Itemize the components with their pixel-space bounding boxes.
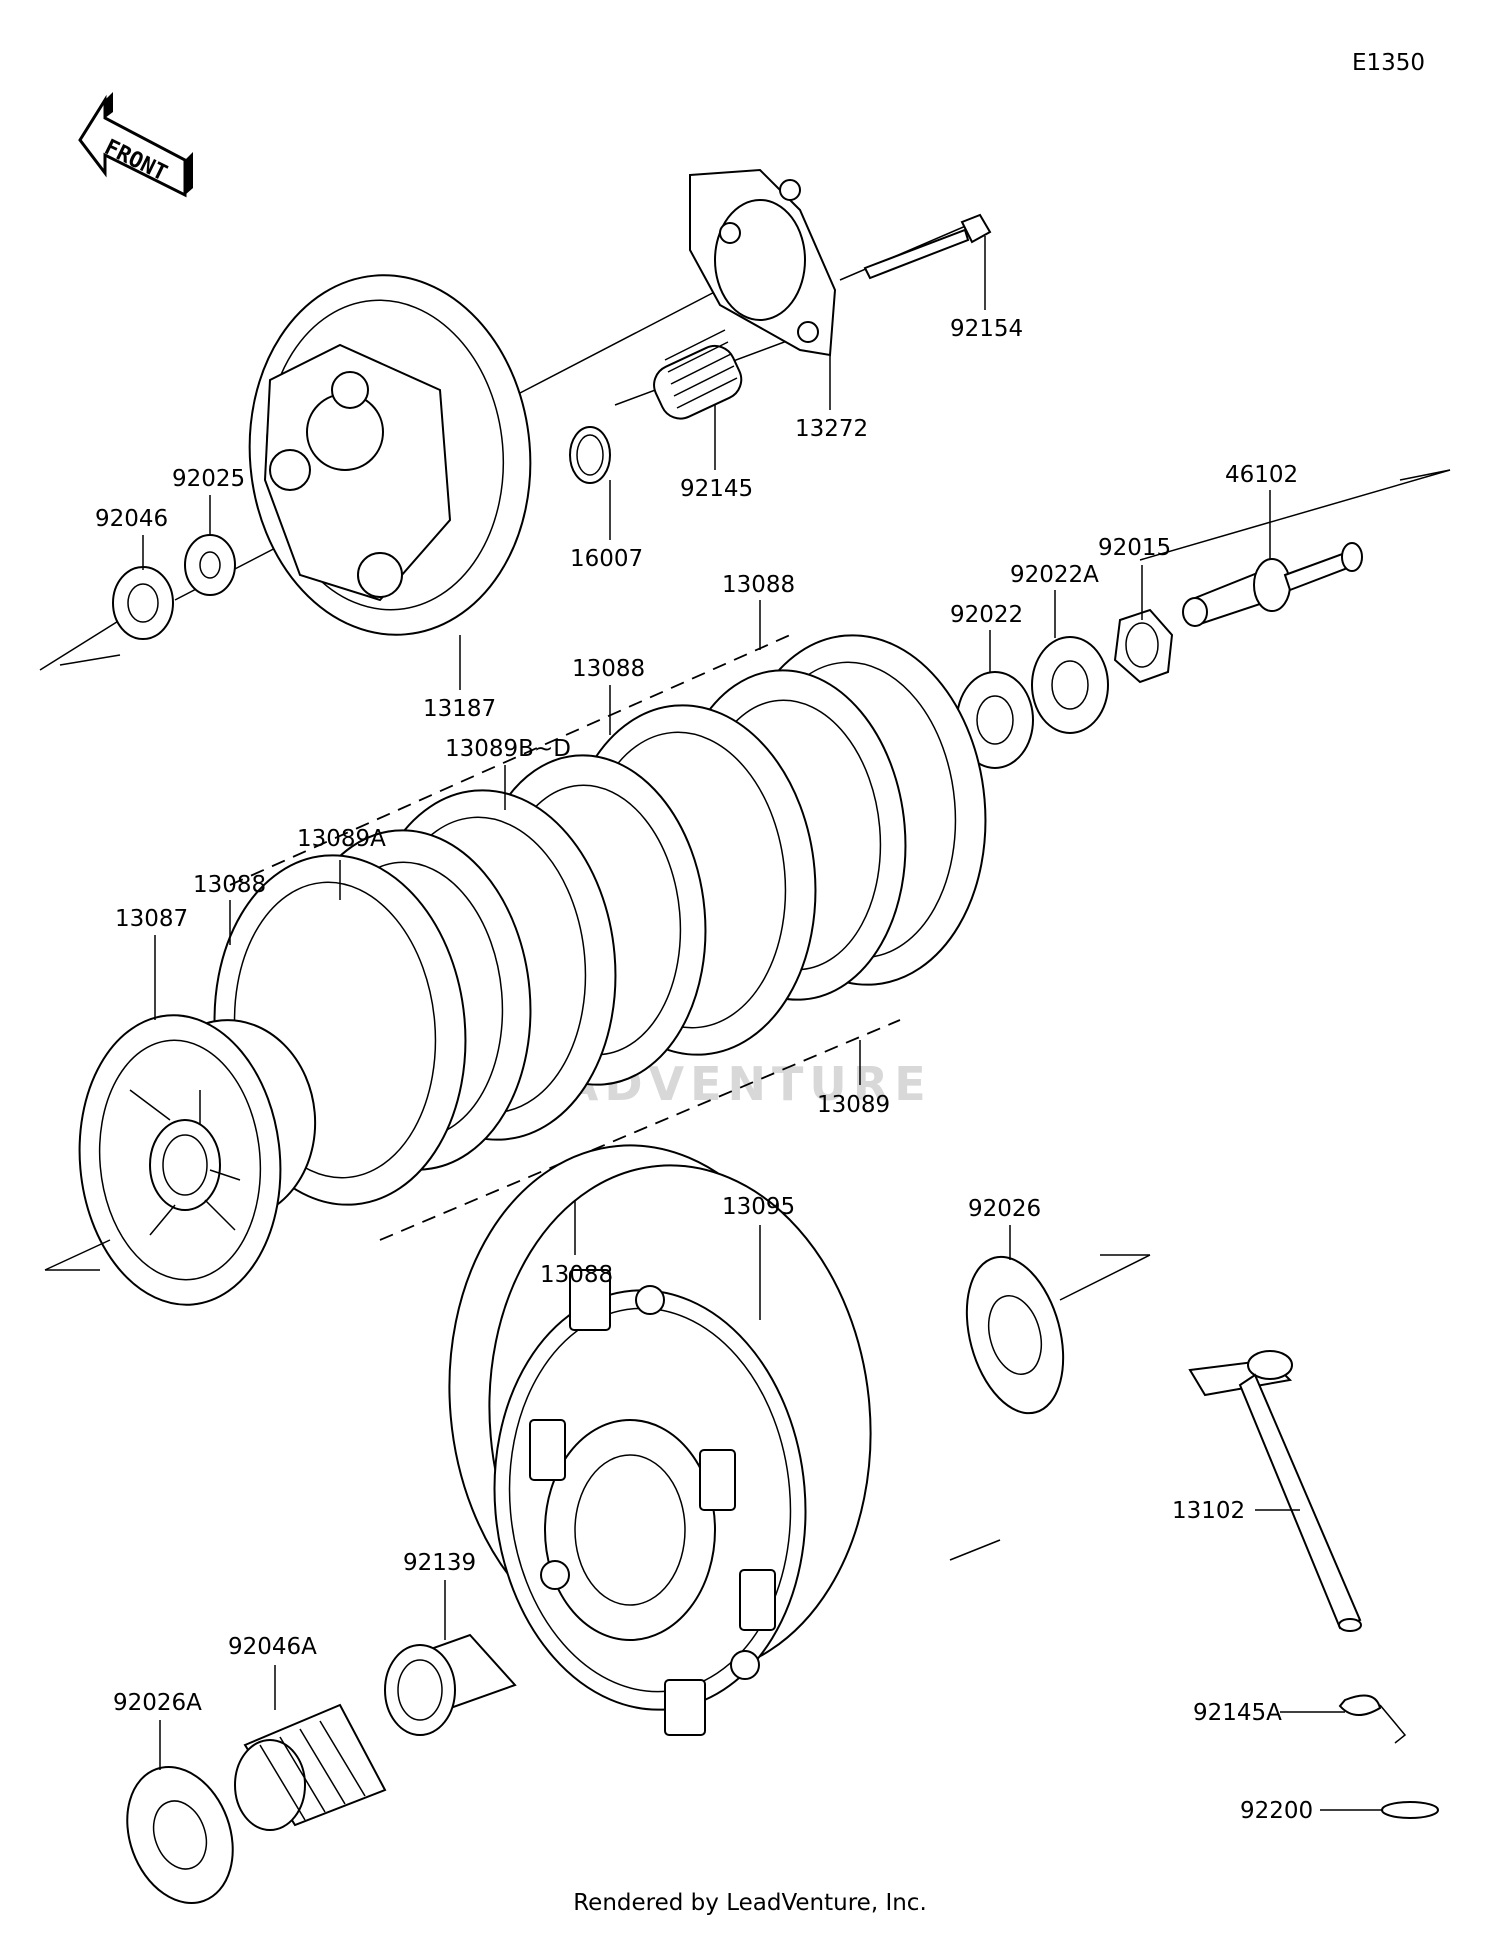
- clutch-housing-13095: [448, 1144, 872, 1736]
- diagram-code: E1350: [1352, 50, 1425, 76]
- pushrod-46102: [1182, 542, 1363, 627]
- label-92145: 92145: [680, 476, 753, 502]
- label-13088-left: 13088: [193, 872, 266, 898]
- axis-line: [39, 619, 121, 671]
- label-92026: 92026: [968, 1196, 1041, 1222]
- label-92015: 92015: [1098, 535, 1171, 561]
- label-92026A: 92026A: [113, 1690, 202, 1716]
- clutch-hub-13087: [78, 1014, 317, 1306]
- axis-dash-bottom: [379, 1019, 901, 1241]
- label-46102: 46102: [1225, 462, 1298, 488]
- needle-bearing-92046A: [234, 1703, 387, 1831]
- label-92145A: 92145A: [1193, 1700, 1282, 1726]
- axis-line: [59, 654, 121, 666]
- label-13087: 13087: [115, 906, 188, 932]
- label-13089: 13089: [817, 1092, 890, 1118]
- bolt-92154: [863, 213, 992, 280]
- label-16007: 16007: [570, 546, 643, 572]
- label-13187: 13187: [423, 696, 496, 722]
- label-92046A: 92046A: [228, 1634, 317, 1660]
- shaft-13102: [1188, 1350, 1362, 1632]
- label-92022A: 92022A: [1010, 562, 1099, 588]
- label-92200: 92200: [1240, 1798, 1313, 1824]
- part-labels: 92154 13272 92145 16007 92025 92046 1318…: [95, 316, 1313, 1824]
- label-13088-bottom: 13088: [540, 1262, 613, 1288]
- label-92022: 92022: [950, 602, 1023, 628]
- axis-dash-top: [229, 634, 791, 886]
- axis-line: [1139, 469, 1451, 561]
- label-92025: 92025: [172, 466, 245, 492]
- bushing-92139: [384, 1633, 517, 1736]
- nut-92015: [1113, 608, 1174, 684]
- washer-92025: [184, 534, 236, 596]
- label-92154: 92154: [950, 316, 1023, 342]
- pressure-plate-13187: [248, 274, 532, 636]
- leader-lines: [142, 236, 1382, 1811]
- label-92139: 92139: [403, 1550, 476, 1576]
- washer-92200: [1381, 1801, 1439, 1819]
- front-arrow-icon: FRONT: [78, 92, 193, 198]
- label-13272: 13272: [795, 416, 868, 442]
- lifter-plate-13272: [689, 168, 837, 357]
- bearing-92046: [112, 566, 174, 640]
- label-13089A: 13089A: [297, 826, 386, 852]
- spring-92145A: [1338, 1694, 1407, 1744]
- washer-92022A: [1031, 636, 1109, 734]
- washer-92026: [965, 1255, 1065, 1415]
- label-13095: 13095: [722, 1194, 795, 1220]
- washer-92026A: [126, 1766, 234, 1904]
- clutch-plate-stack: [213, 634, 987, 1206]
- label-13089BD: 13089B~D: [445, 736, 571, 762]
- footer-credit: Rendered by LeadVenture, Inc.: [573, 1890, 927, 1916]
- label-13088-top: 13088: [722, 572, 795, 598]
- label-13102: 13102: [1172, 1498, 1245, 1524]
- label-92046: 92046: [95, 506, 168, 532]
- label-13088-mid: 13088: [572, 656, 645, 682]
- spring-92145: [653, 329, 743, 420]
